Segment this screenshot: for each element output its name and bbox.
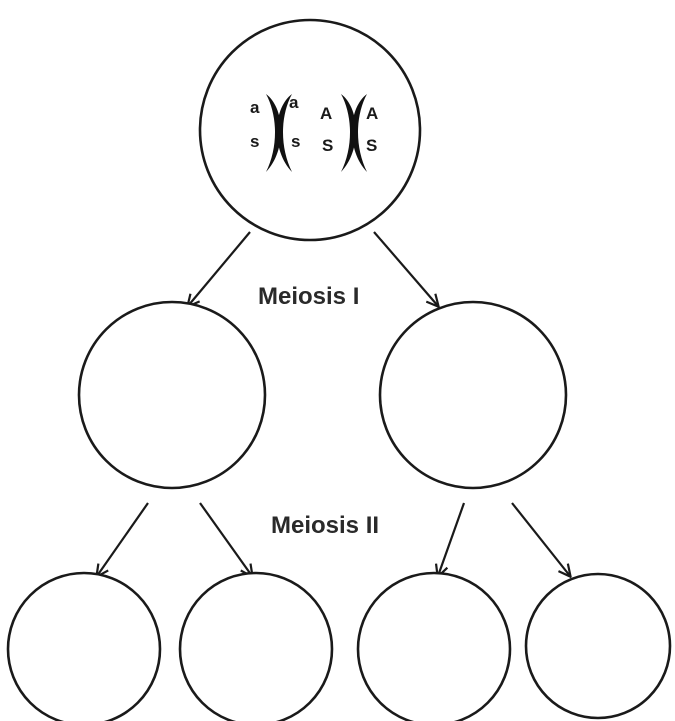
chromatid-icon: [341, 94, 357, 172]
gamete-cell-4: [524, 572, 672, 720]
chromosome-pair-1: a s a s: [250, 93, 300, 172]
allele-label: S: [366, 136, 377, 155]
allele-label: S: [322, 136, 333, 155]
daughter-cell-right: [378, 300, 568, 490]
chromosome-pair-2: A S A S: [320, 94, 378, 172]
meiosis-2-label: Meiosis II: [271, 512, 379, 539]
allele-label: s: [291, 132, 300, 151]
gamete-cell-3: [356, 571, 512, 721]
allele-label: a: [250, 98, 260, 117]
chromatid-icon: [351, 94, 367, 172]
arrow-meiosis-1-right: [373, 231, 438, 306]
arrow-meiosis-1-left: [188, 231, 251, 306]
chromatid-icon: [276, 94, 292, 172]
arrow-meiosis-2-left-a: [97, 502, 149, 576]
allele-label: A: [366, 104, 378, 123]
allele-label: a: [289, 93, 299, 112]
arrow-meiosis-2-right-b: [511, 502, 570, 576]
gamete-cell-1: [6, 571, 162, 721]
arrow-meiosis-2-right-a: [438, 502, 466, 576]
chromatid-icon: [266, 94, 282, 172]
gamete-cell-2: [178, 571, 334, 721]
daughter-cell-left: [77, 300, 267, 490]
parent-cell: [198, 18, 422, 242]
allele-label: A: [320, 104, 332, 123]
arrow-meiosis-2-left-b: [199, 502, 252, 576]
meiosis-1-label: Meiosis I: [258, 283, 359, 310]
allele-label: s: [250, 132, 259, 151]
